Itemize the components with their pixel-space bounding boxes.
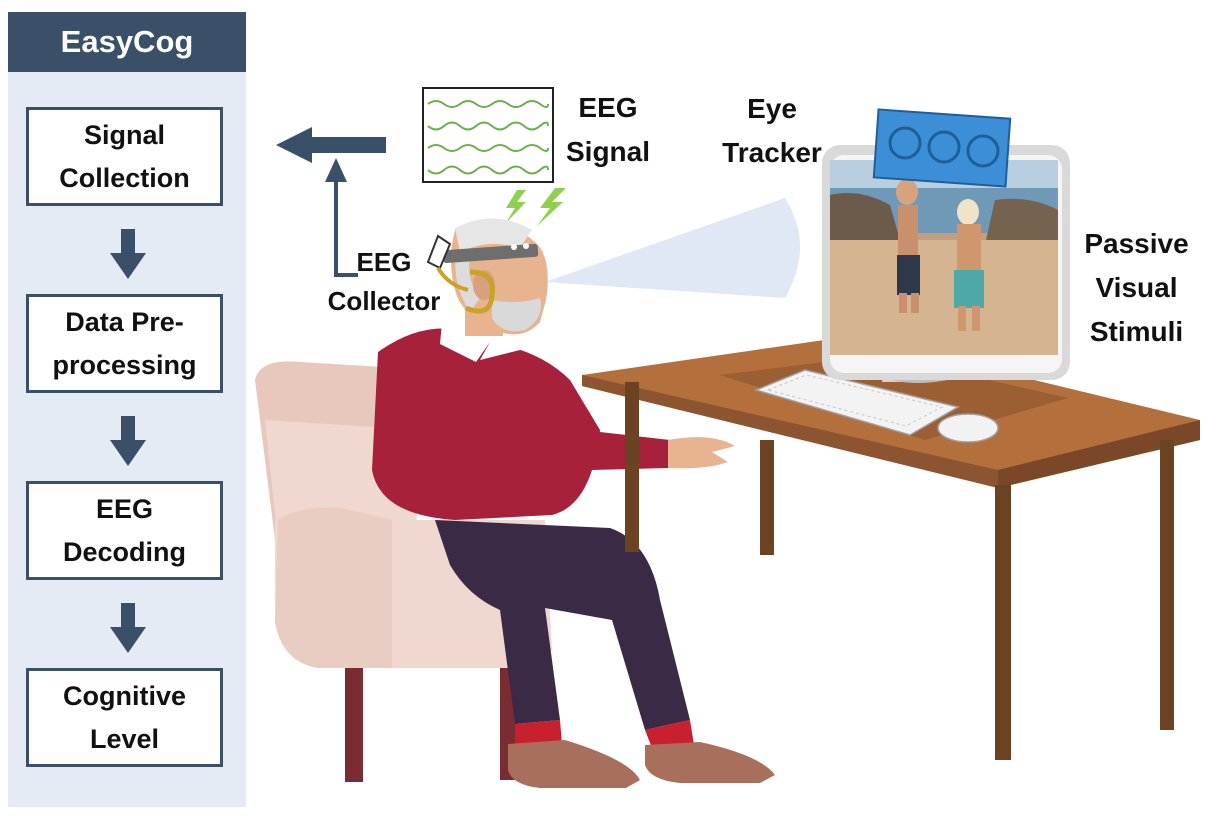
eeg-headset — [426, 234, 539, 314]
lightning-bolt-icon — [505, 188, 566, 226]
down-arrow-icon — [110, 229, 146, 279]
label-eeg-collector: EEG Collector — [327, 247, 441, 316]
mouse — [937, 413, 999, 443]
step-eeg-decoding: EEG Decoding — [26, 481, 223, 580]
down-arrow-icon — [110, 416, 146, 466]
visual-stimulus-photo — [830, 160, 1058, 355]
easycog-pipeline-panel: EasyCog Signal Collection Data Pre- proc… — [8, 12, 246, 807]
label-passive-visual-stimuli: Passive Visual Stimuli — [1084, 228, 1189, 347]
step-signal-collection: Signal Collection — [26, 107, 223, 206]
keyboard — [753, 369, 960, 436]
down-arrow-icon — [110, 603, 146, 653]
gaze-beam — [545, 198, 800, 298]
label-eeg-signal: EEG Signal — [565, 92, 650, 167]
step-data-preprocessing: Data Pre- processing — [26, 294, 223, 393]
label-eye-tracker: Eye Tracker — [722, 93, 822, 168]
signal-arrow-left-icon — [276, 127, 386, 163]
step-cognitive-level: Cognitive Level — [26, 668, 223, 767]
eeg-signal-waveform-icon — [422, 87, 554, 183]
pipeline-title: EasyCog — [8, 12, 246, 72]
eye-tracker-device — [872, 108, 1012, 188]
collector-arrow-up-icon — [325, 158, 358, 277]
